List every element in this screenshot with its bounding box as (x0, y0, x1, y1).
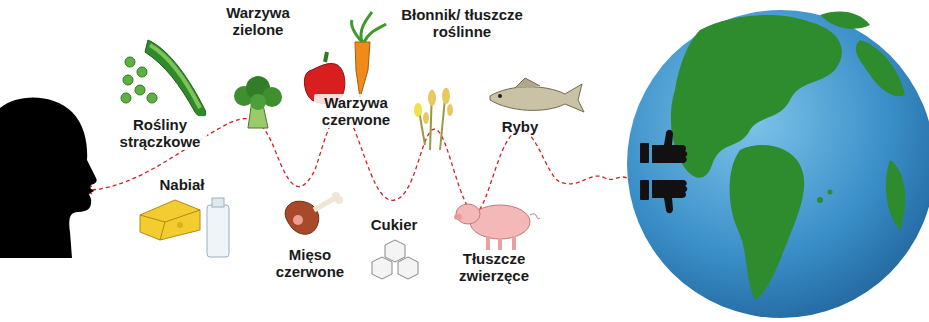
food-label: Mięso czerwone (268, 246, 352, 280)
fiber-icon (414, 88, 453, 150)
food-label: Błonnik/ tłuszcze roślinne (394, 6, 530, 40)
food-label: Cukier (369, 216, 420, 233)
food-label: Ryby (500, 118, 541, 135)
red-meat-icon (285, 192, 343, 234)
food-label: Rośliny strączkowe (113, 116, 207, 150)
sugar-icon (372, 240, 418, 279)
head-silhouette (0, 97, 97, 258)
globe (627, 10, 929, 318)
pig-icon (454, 204, 540, 250)
food-label: Tłuszcze zwierzęce (447, 250, 541, 284)
food-label: Warzywa zielone (216, 4, 300, 38)
thumb-down-icon (640, 180, 687, 213)
food-label: Warzywa czerwone (314, 94, 398, 128)
fish-icon (490, 78, 584, 112)
red-vegetables-icon (304, 12, 386, 103)
thumb-up-icon (640, 130, 687, 163)
dairy-icon (140, 198, 229, 257)
broccoli-icon (234, 76, 282, 128)
food-label: Nabiał (157, 176, 206, 193)
legumes-icon (121, 40, 206, 117)
